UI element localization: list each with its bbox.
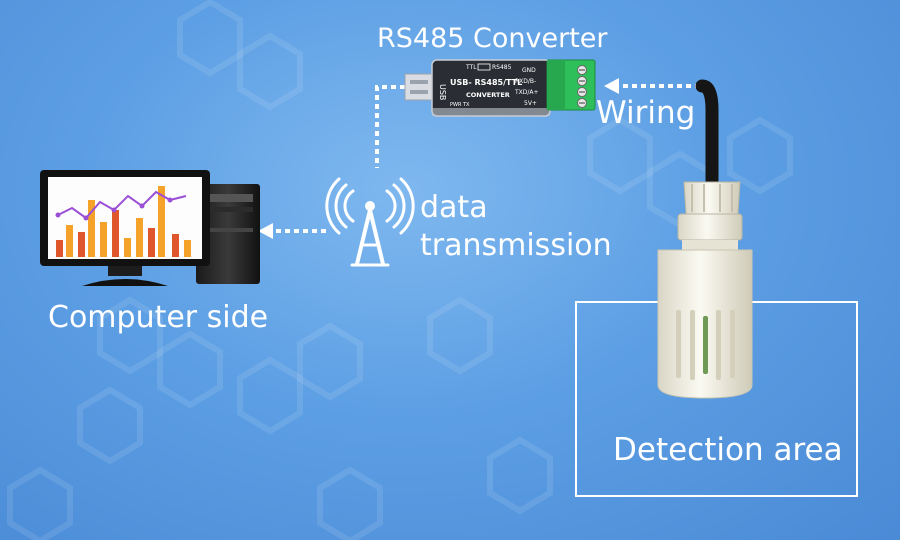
sensor-cable [695,79,719,187]
pin-label: TXD/A+ [514,89,539,96]
usb-plug [404,73,434,101]
converter-model-text: USB- RS485/TTL [450,78,522,87]
arrow-left-icon [258,223,273,239]
sensor-probe [657,79,753,399]
detection-area-label: Detection area [613,432,843,468]
converter-led-tx: TX [462,102,470,108]
dotted-connector-usb-to-antenna [375,85,405,168]
monitor-stand [82,279,168,286]
converter-rs485-tag: RS485 [492,64,512,71]
converter-pin-labels: GND RXD/B- TXD/A+ 5V+ [514,67,539,107]
antenna-tower-icon [325,177,415,267]
transmission-label-line2: transmission [420,228,612,263]
pin-label: GND [522,67,536,74]
converter-name-text: CONVERTER [466,91,510,99]
dotted-connector-wiring [604,78,700,94]
converter-usb-tag: USB [438,84,447,100]
dotted-connector-antenna-to-computer [258,223,326,239]
arrow-left-icon [604,78,619,94]
screen-chart [55,186,191,257]
diagram-title: RS485 Converter [377,23,608,54]
computer-icon [40,170,260,286]
computer-side-label: Computer side [48,300,269,335]
pin-label: RXD/B- [515,78,536,85]
rs485-converter-device: USB TTL RS485 USB- RS485/TTL CONVERTER P… [404,59,596,117]
transmission-label-line1: data [420,190,488,225]
converter-led-pwr: PWR [450,102,462,108]
converter-ttl-tag: TTL [465,64,477,71]
pin-label: 5V+ [524,100,537,107]
wiring-label: Wiring [596,95,696,131]
